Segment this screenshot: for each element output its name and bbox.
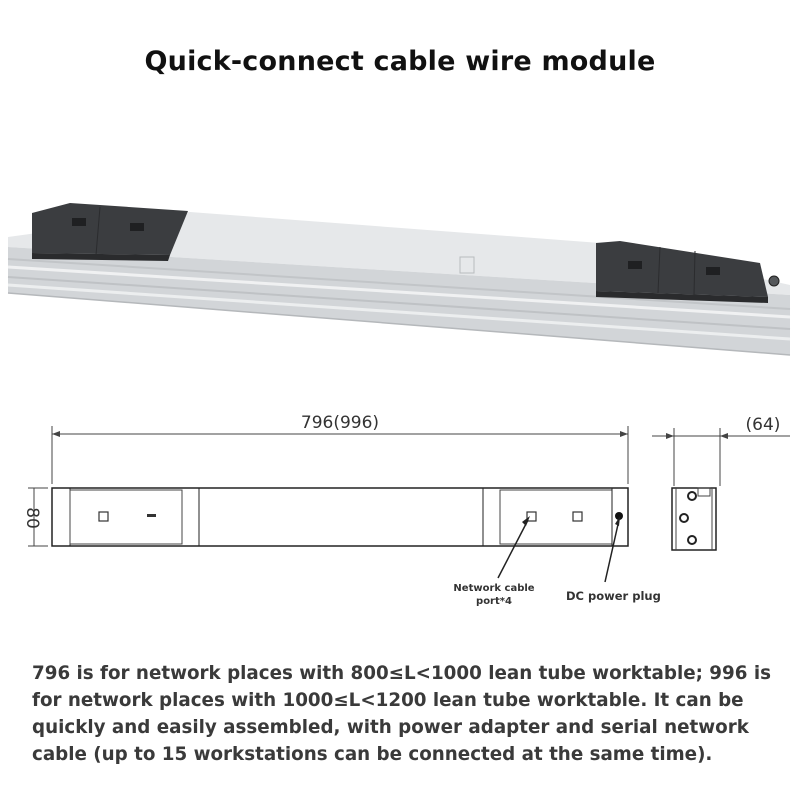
network-cable-port-callout: Network cable port*4 (448, 582, 540, 608)
network-cable-port-line2: port*4 (476, 596, 512, 607)
width-dimension-label: (64) (746, 415, 781, 435)
description-text: 796 is for network places with 800≤L<100… (32, 663, 771, 765)
left-socket-block (32, 203, 188, 261)
length-dimension-label: 796(996) (301, 413, 379, 433)
aluminium-rail-front (8, 247, 790, 355)
dc-power-plug-callout: DC power plug (566, 589, 661, 603)
side-profile (671, 487, 717, 551)
network-cable-port-line1: Network cable (453, 583, 535, 594)
page-title: Quick-connect cable wire module (144, 46, 656, 77)
network-port-icon (98, 511, 109, 522)
aluminium-rail-top (8, 212, 790, 295)
network-port-icon (572, 511, 583, 522)
network-port-icon (526, 511, 537, 522)
technical-drawing: 796(996) 80 (64) (22, 413, 790, 583)
dc-plug-icon (615, 512, 623, 520)
height-dimension-label: 80 (22, 507, 42, 529)
right-socket-block (596, 241, 780, 303)
product-photo (7, 203, 791, 356)
